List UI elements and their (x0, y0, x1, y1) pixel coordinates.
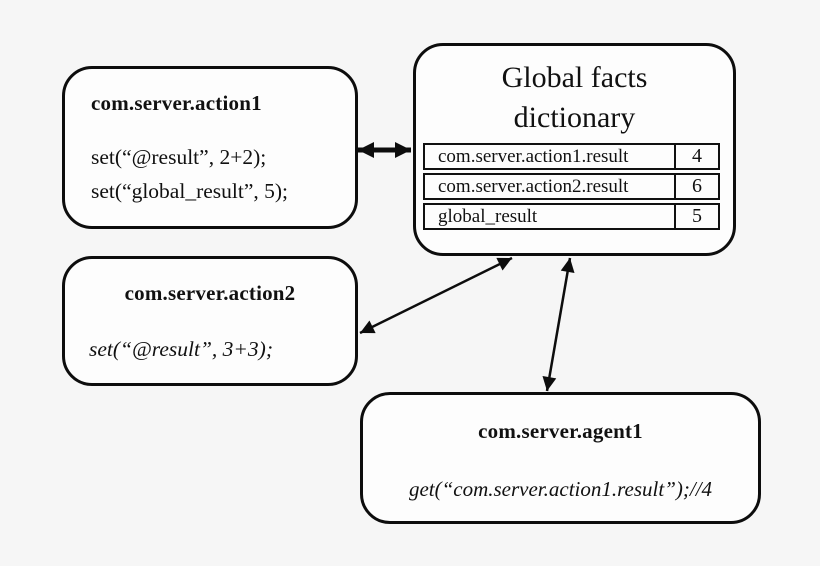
fact-key: com.server.action2.result (425, 175, 676, 198)
fact-row: com.server.action2.result 6 (423, 173, 720, 200)
fact-row: global_result 5 (423, 203, 720, 230)
action1-code-line-2: set(“global_result”, 5); (91, 179, 289, 203)
node-action2: com.server.action2 set(“@result”, 3+3); (62, 256, 358, 386)
arrow-dictionary-action2 (359, 256, 513, 335)
node-global-facts-dictionary: Global facts dictionary com.server.actio… (413, 43, 736, 256)
action2-title: com.server.action2 (124, 281, 296, 305)
action2-code-line: set(“@result”, 3+3); (89, 337, 273, 361)
fact-value: 4 (692, 145, 702, 167)
fact-row: com.server.action1.result 4 (423, 143, 720, 170)
agent1-code-line: get(“com.server.action1.result”);//4 (408, 477, 713, 501)
fact-key: com.server.action1.result (425, 145, 676, 168)
action1-code-line-1: set(“@result”, 2+2); (91, 145, 267, 169)
agent1-title: com.server.agent1 (478, 419, 643, 443)
dictionary-title: Global facts dictionary (501, 61, 648, 134)
node-action1: com.server.action1 set(“@result”, 2+2); … (62, 66, 358, 229)
fact-value: 5 (692, 205, 702, 227)
arrow-dictionary-agent1 (542, 257, 575, 392)
fact-key: global_result (425, 205, 676, 228)
fact-value: 6 (692, 175, 702, 197)
node-agent1: com.server.agent1 get(“com.server.action… (360, 392, 761, 524)
action1-title: com.server.action1 (91, 91, 262, 115)
facts-table: com.server.action1.result 4 com.server.a… (423, 143, 720, 230)
